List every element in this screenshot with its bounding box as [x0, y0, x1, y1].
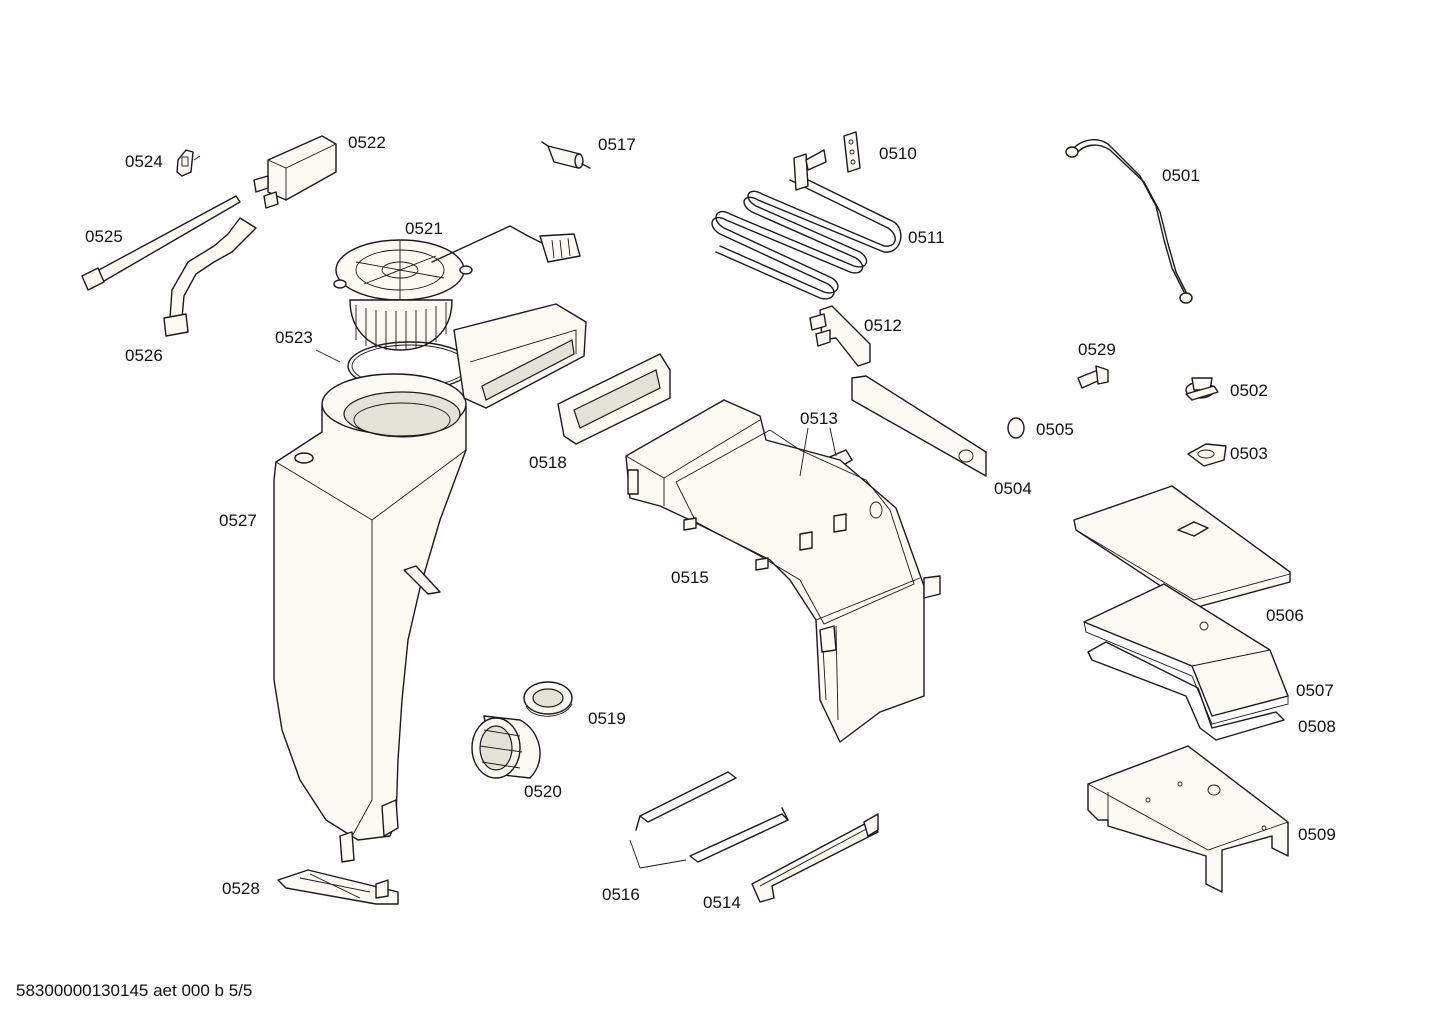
label-0508: 0508	[1298, 717, 1336, 736]
label-0509: 0509	[1298, 825, 1336, 844]
label-0506: 0506	[1266, 606, 1304, 625]
label-0516: 0516	[602, 885, 640, 904]
label-0514: 0514	[703, 893, 741, 912]
part-0510-bracket[interactable]	[843, 131, 861, 173]
label-0521: 0521	[405, 219, 443, 238]
part-0517-capacitor[interactable]	[541, 141, 591, 169]
label-0515: 0515	[671, 568, 709, 587]
label-0529: 0529	[1078, 340, 1116, 359]
part-0525-rod[interactable]	[81, 195, 241, 291]
part-0519-grommet[interactable]	[523, 681, 573, 717]
label-0507: 0507	[1296, 681, 1334, 700]
part-0521-fan-motor[interactable]	[333, 225, 581, 351]
part-0509-cover[interactable]	[1087, 745, 1289, 893]
label-0518: 0518	[529, 453, 567, 472]
part-0512-bracket[interactable]	[809, 305, 871, 367]
part-0526-hose[interactable]	[163, 217, 257, 337]
part-0515-housing[interactable]	[625, 399, 941, 743]
label-0519: 0519	[588, 709, 626, 728]
leader-lines	[193, 155, 837, 869]
label-0513: 0513	[800, 409, 838, 428]
part-0522-suppressor[interactable]	[253, 135, 337, 209]
label-0501: 0501	[1162, 166, 1200, 185]
part-0527-duct-channel[interactable]	[453, 303, 587, 409]
part-0504-plate[interactable]	[851, 375, 987, 477]
part-0505-gasket[interactable]	[1007, 417, 1025, 439]
label-0524: 0524	[125, 152, 163, 171]
label-0526: 0526	[125, 346, 163, 365]
part-0524-clip[interactable]	[176, 149, 194, 177]
label-0527: 0527	[219, 511, 257, 530]
part-0527-air-duct[interactable]	[273, 373, 467, 863]
part-0516-spring-clips[interactable]	[635, 771, 789, 863]
part-0501-sensor-cable[interactable]	[1065, 139, 1193, 304]
part-0528-bracket[interactable]	[277, 869, 399, 905]
part-0502-thermostat[interactable]	[1185, 377, 1219, 401]
part-0520-connector-ring[interactable]	[471, 715, 541, 779]
part-0508-seal[interactable]	[1087, 641, 1285, 741]
label-0525: 0525	[85, 227, 123, 246]
part-0503-flange[interactable]	[1187, 443, 1227, 467]
label-0503: 0503	[1230, 444, 1268, 463]
label-0523: 0523	[275, 328, 313, 347]
part-0507-tray[interactable]	[1083, 583, 1289, 725]
label-0502: 0502	[1230, 381, 1268, 400]
label-0505: 0505	[1036, 420, 1074, 439]
part-0506-lid-plate[interactable]	[1073, 485, 1291, 609]
label-0528: 0528	[222, 879, 260, 898]
label-0517: 0517	[598, 135, 636, 154]
label-0520: 0520	[524, 782, 562, 801]
part-0529-screw[interactable]	[1077, 365, 1109, 389]
label-0504: 0504	[994, 479, 1032, 498]
part-0514-rail[interactable]	[751, 813, 879, 903]
part-0518-filter-frame[interactable]	[557, 353, 671, 445]
label-0510: 0510	[879, 144, 917, 163]
part-0511-heating-element[interactable]	[711, 149, 902, 300]
label-0511: 0511	[908, 228, 945, 247]
label-0512: 0512	[864, 316, 902, 335]
drawing-reference-number: 58300000130145 aet 000 b 5/5	[16, 981, 253, 1000]
label-0522: 0522	[348, 133, 386, 152]
part-labels: 0501 0502 0503 0504 0505 0506 0507 0508 …	[85, 133, 1336, 912]
